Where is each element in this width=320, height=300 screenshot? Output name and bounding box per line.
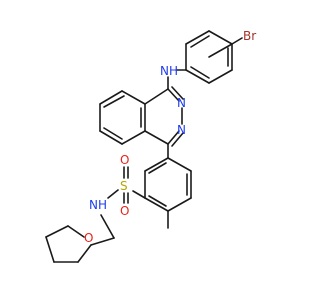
- bromine-label: Br: [243, 29, 256, 43]
- fused-benzene-ring: [99, 90, 146, 145]
- bromophenyl-ring: [185, 30, 233, 84]
- sulfonyl-oxygen-label-2: O: [120, 204, 129, 218]
- sulfonyl-oxygen-label-1: O: [120, 153, 129, 167]
- sulfonamide-nh-label: NH: [89, 198, 107, 212]
- molecule-canvas: Br NH N N S O O NH O: [45, 29, 256, 263]
- n-ch2-bond: [100, 214, 115, 239]
- phthalazine-ring: [144, 86, 184, 147]
- sulfur-label: S: [120, 179, 128, 193]
- nitrogen-label-1: N: [177, 96, 186, 110]
- amine-nh-label: NH: [160, 64, 178, 78]
- molecule-structure: Br NH N N S O O NH O: [45, 29, 256, 263]
- methylphenyl-ring: [144, 157, 192, 212]
- ring-oxygen-label: O: [84, 231, 93, 245]
- ch2-thf-bond: [90, 237, 115, 246]
- s-n-bond: [107, 189, 119, 199]
- nitrogen-label-2: N: [177, 123, 186, 137]
- c-s-bond: [132, 190, 146, 199]
- tetrahydrofuran-ring: [45, 225, 92, 263]
- c-br-bond: [231, 37, 243, 45]
